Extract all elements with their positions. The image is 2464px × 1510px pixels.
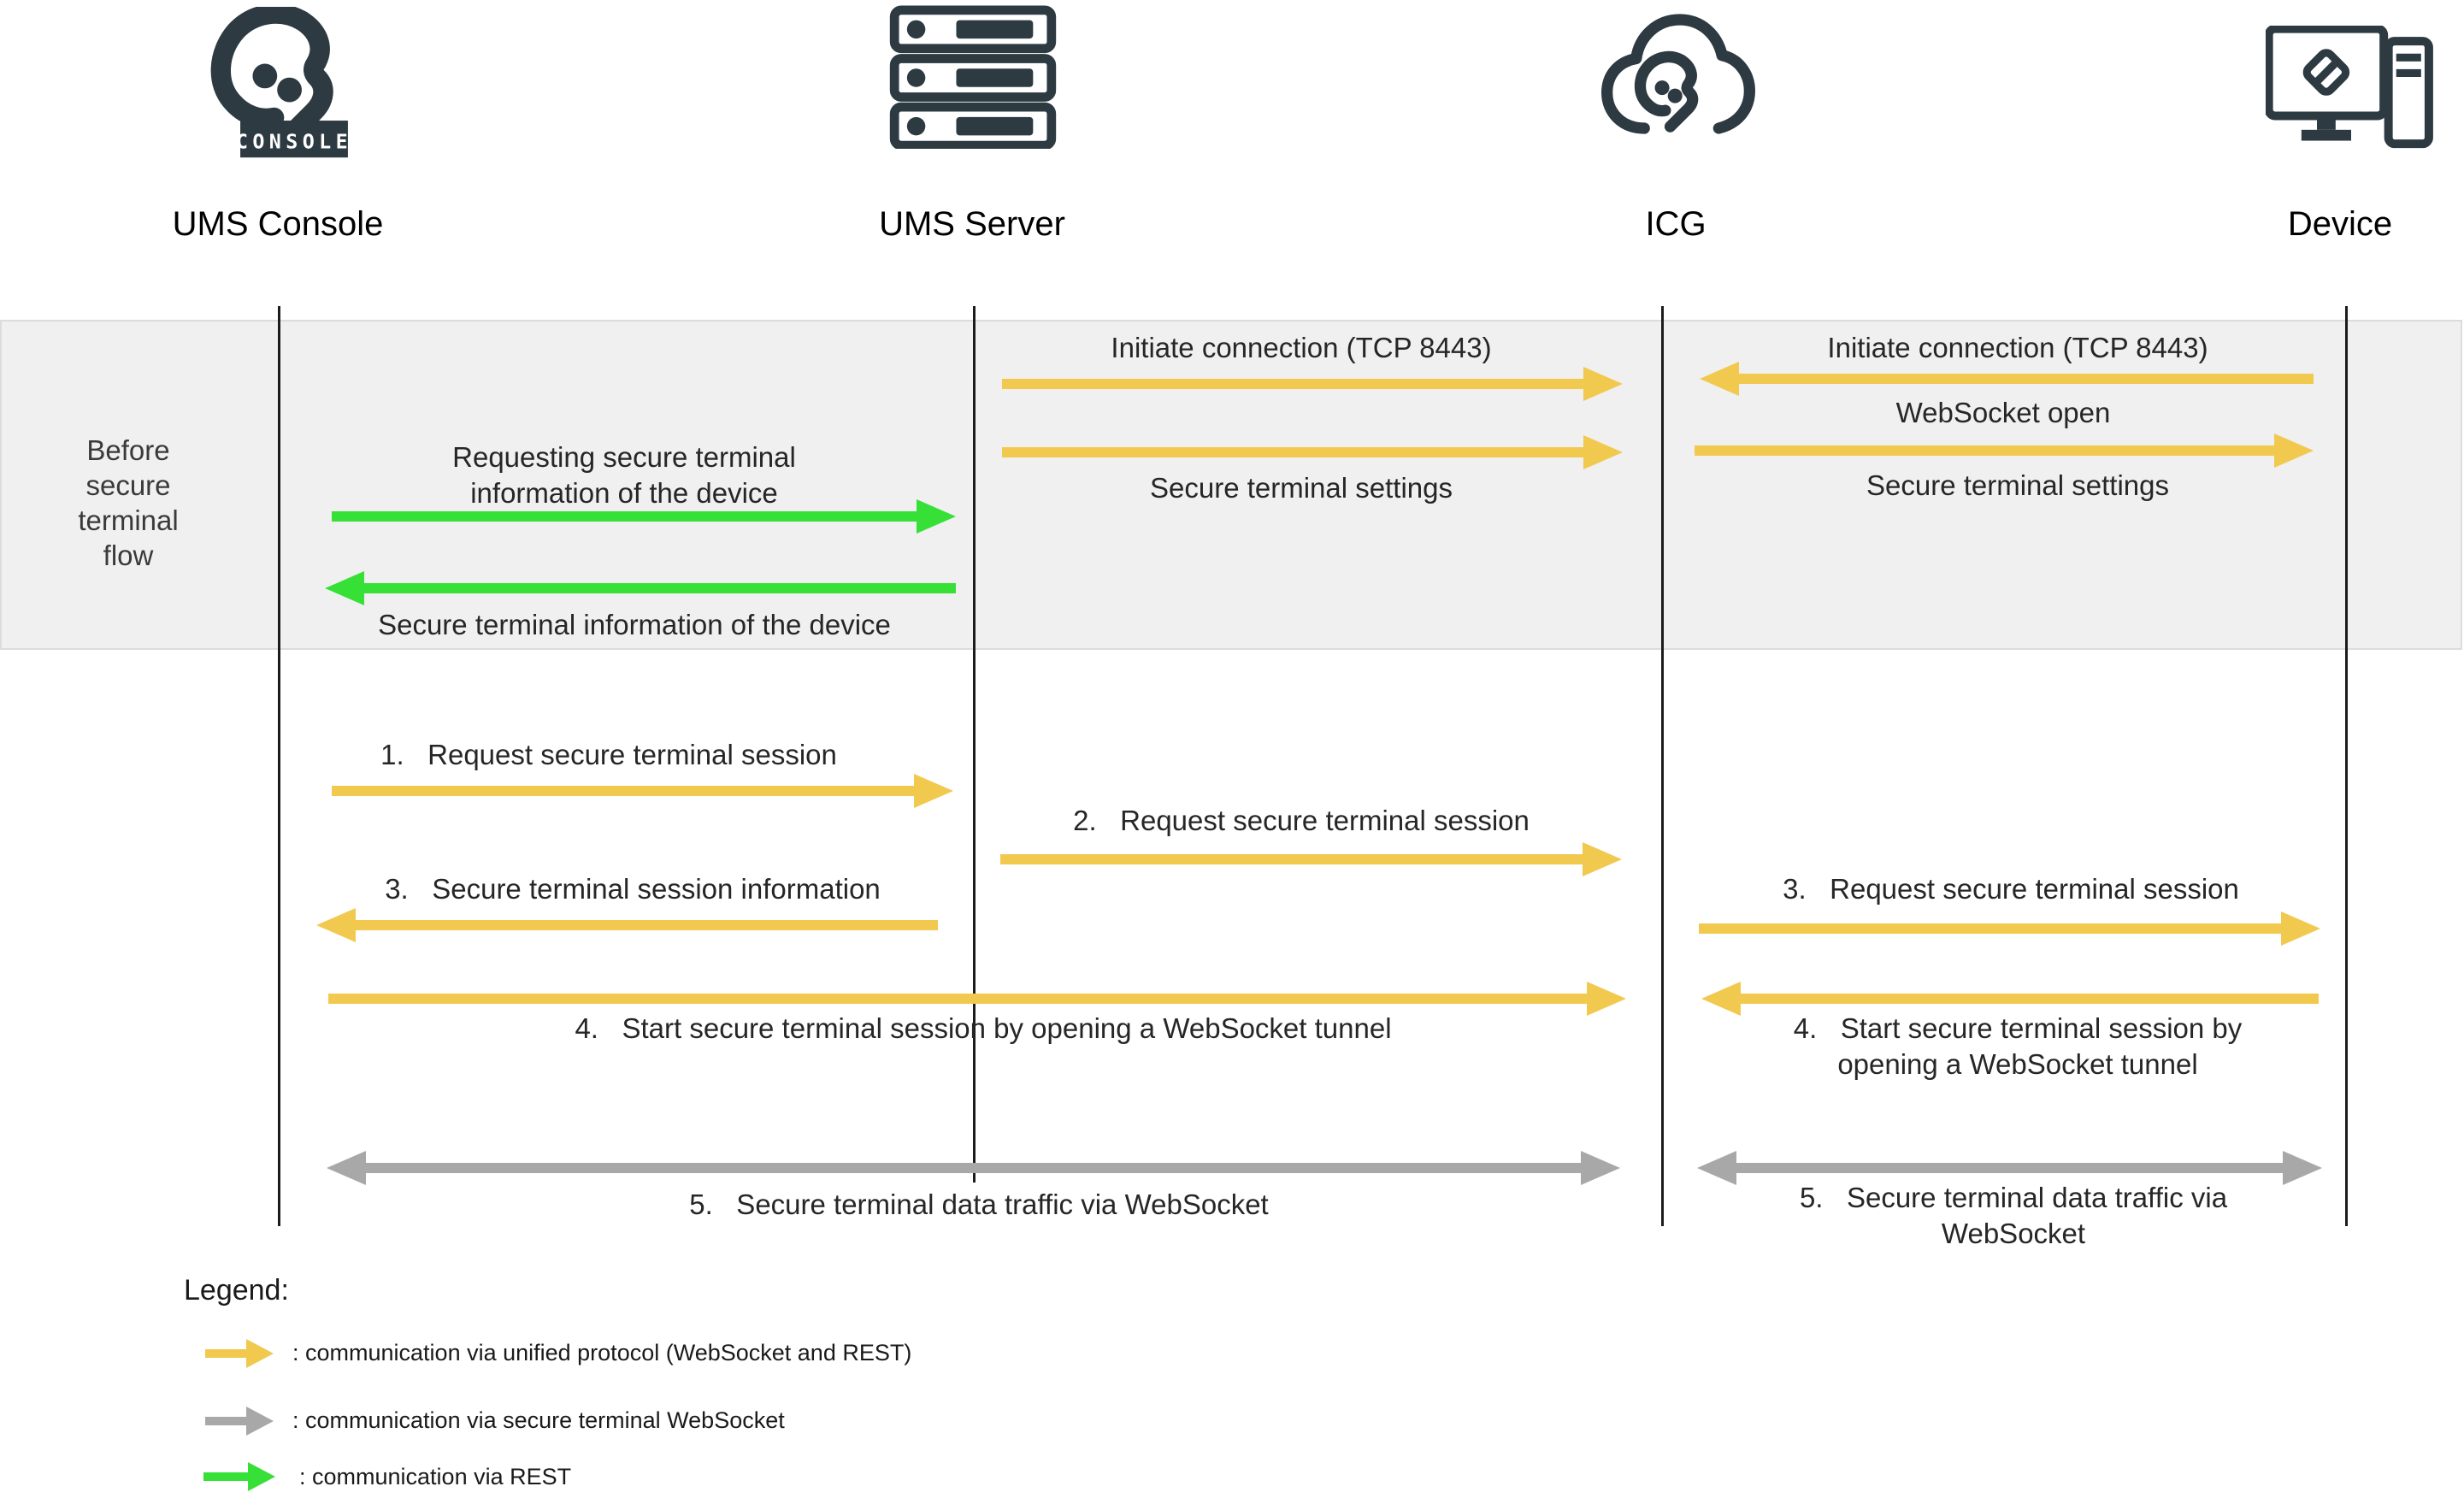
msg-requesting-secure-terminal-info: Requesting secure terminal information o… <box>452 439 796 511</box>
msg-step4-start-session-device: 4. Start secure terminal session by open… <box>1794 1011 2243 1082</box>
lifeline-ums-server <box>973 306 976 1183</box>
msg-step2-request-session: 2. Request secure terminal session <box>1073 805 1530 836</box>
green-arrow-response-info <box>325 571 956 605</box>
gray-arrow-step5-console-icg <box>327 1151 1620 1185</box>
yellow-arrow-settings-server-icg <box>1002 435 1623 469</box>
phase-label-before-secure-terminal-flow: Before secure terminal flow <box>78 433 178 573</box>
msg-secure-terminal-settings-icg-device: Secure terminal settings <box>1866 469 2169 501</box>
msg-line: WebSocket <box>1941 1218 2086 1249</box>
yellow-arrow-step4-tunnel <box>328 982 1626 1016</box>
legend-yellow-arrow <box>205 1339 274 1368</box>
legend-item-rest: : communication via REST <box>299 1464 572 1489</box>
yellow-arrow-step1 <box>332 774 953 808</box>
lifeline-ums-console <box>278 306 280 1226</box>
green-arrow-request-info <box>332 499 956 534</box>
lifeline-icg <box>1661 306 1664 1226</box>
msg-websocket-open: WebSocket open <box>1895 397 2111 428</box>
msg-line: information of the device <box>470 477 778 509</box>
yellow-arrow-step2 <box>1000 842 1622 876</box>
legend-item-secure-terminal-websocket: : communication via secure terminal WebS… <box>292 1407 785 1433</box>
yellow-arrow-step3-console <box>316 908 938 942</box>
server-rack-icon <box>889 5 1057 153</box>
msg-initiate-connection-device-icg: Initiate connection (TCP 8443) <box>1827 332 2208 363</box>
svg-text:CONSOLE: CONSOLE <box>236 129 352 153</box>
yellow-arrow-initiate-device-icg <box>1700 362 2314 396</box>
gray-arrow-step5-icg-device <box>1697 1151 2322 1185</box>
msg-line: 4. Start secure terminal session by <box>1793 1012 2243 1044</box>
msg-line: 5. Secure terminal data traffic via <box>1799 1182 2228 1213</box>
actor-label-device: Device <box>2287 205 2393 243</box>
msg-line: Requesting secure terminal <box>452 441 796 473</box>
phase-line: flow <box>103 540 154 571</box>
msg-line: opening a WebSocket tunnel <box>1837 1048 2198 1080</box>
msg-step3-session-information: 3. Secure terminal session information <box>385 873 881 905</box>
actor-label-icg: ICG <box>1645 205 1707 243</box>
msg-step5-data-traffic-device: 5. Secure terminal data traffic via WebS… <box>1800 1180 2227 1252</box>
msg-step1-request-session: 1. Request secure terminal session <box>380 739 837 770</box>
msg-secure-terminal-info-of-device: Secure terminal information of the devic… <box>378 609 891 640</box>
legend-gray-arrow <box>205 1407 274 1436</box>
yellow-arrow-settings-icg-device <box>1695 434 2314 468</box>
yellow-arrow-step3-device <box>1699 911 2320 946</box>
monitor-tower-icon <box>2264 24 2437 167</box>
yellow-arrow-step4-device <box>1701 982 2319 1016</box>
phase-line: secure <box>85 469 171 501</box>
msg-secure-terminal-settings-server-icg: Secure terminal settings <box>1150 472 1453 504</box>
phase-line: Before <box>86 434 170 466</box>
actor-label-ums-console: UMS Console <box>172 205 384 243</box>
phase-line: terminal <box>78 504 179 536</box>
actor-label-ums-server: UMS Server <box>879 205 1065 243</box>
legend-item-unified-protocol: : communication via unified protocol (We… <box>292 1340 912 1365</box>
msg-step5-data-traffic: 5. Secure terminal data traffic via WebS… <box>689 1189 1269 1220</box>
igel-console-logo: CONSOLE <box>209 3 363 163</box>
msg-step3-request-session-device: 3. Request secure terminal session <box>1783 873 2239 905</box>
igel-cloud-icon <box>1597 5 1760 163</box>
lifeline-device <box>2345 306 2348 1226</box>
legend-title: Legend: <box>184 1274 289 1307</box>
legend-green-arrow <box>203 1462 275 1491</box>
msg-step4-start-session-tunnel: 4. Start secure terminal session by open… <box>575 1012 1392 1044</box>
yellow-arrow-initiate-server-icg <box>1002 367 1623 401</box>
msg-initiate-connection-server-icg: Initiate connection (TCP 8443) <box>1111 332 1492 363</box>
